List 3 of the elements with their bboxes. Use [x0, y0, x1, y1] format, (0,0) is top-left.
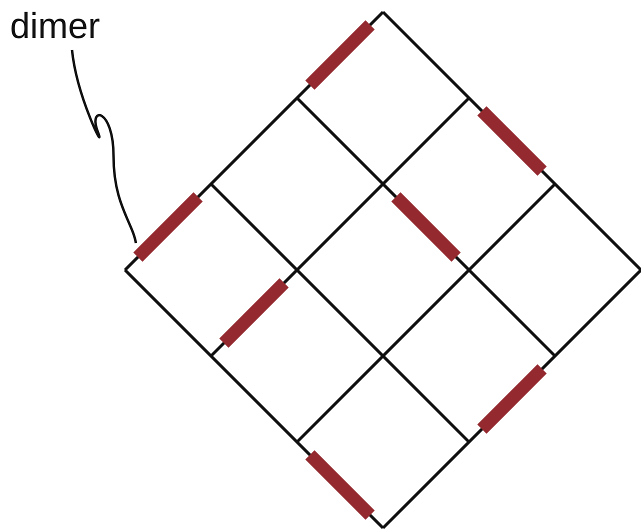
dimer-label: dimer [10, 8, 100, 44]
leader-line [70, 50, 138, 244]
dimer-bar [133, 192, 203, 262]
